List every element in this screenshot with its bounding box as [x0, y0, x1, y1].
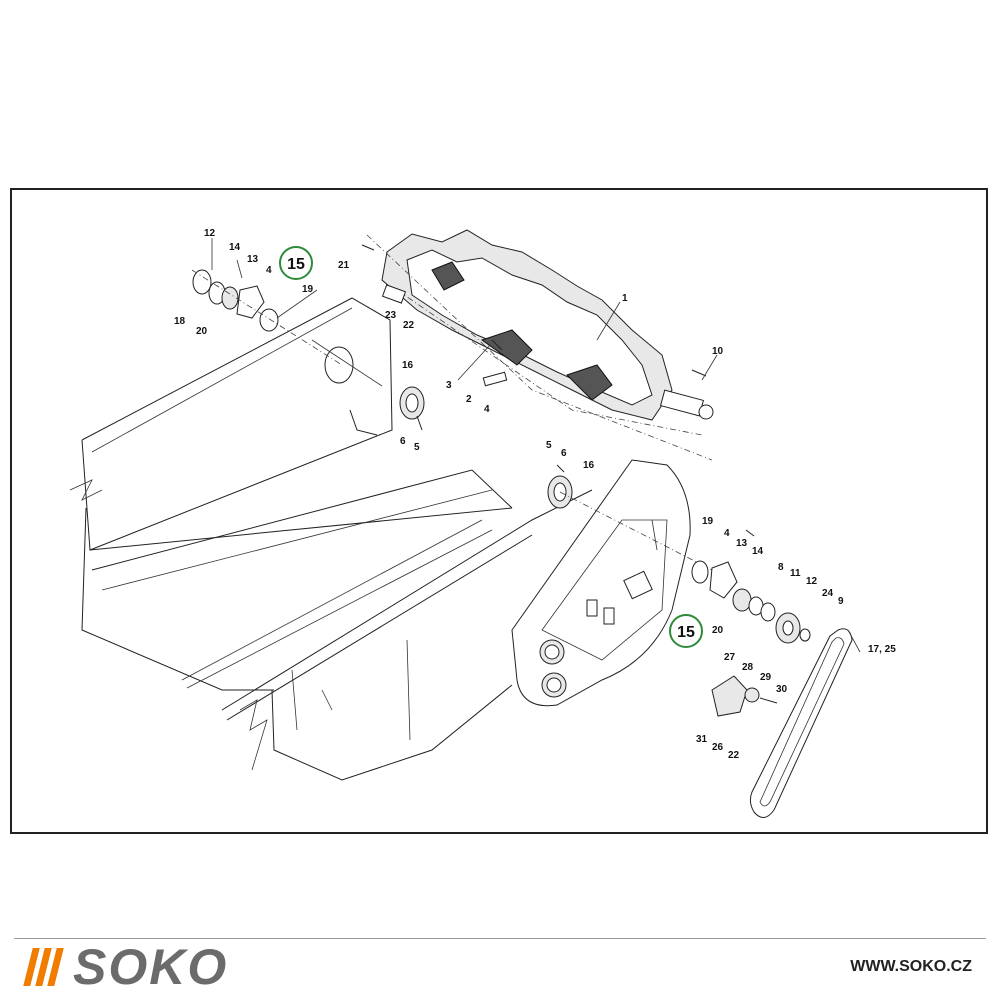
callout-labels: 12 14 13 4 19 18 20 21 23 22 1 10 16 3 2… [174, 228, 896, 761]
callout-9: 9 [838, 596, 844, 607]
left-bearing-assembly [191, 259, 343, 366]
callout-4a: 4 [266, 265, 272, 276]
callout-8: 8 [778, 562, 784, 573]
soko-logo: SOKO [23, 939, 229, 995]
callout-22b: 22 [728, 750, 740, 761]
callout-20b: 20 [712, 625, 724, 636]
highlighted-callouts: 15 15 [279, 246, 703, 648]
leader-lines [211, 238, 861, 653]
callout-4b: 4 [484, 404, 490, 415]
callout-22a: 22 [403, 320, 415, 331]
callout-18: 18 [174, 316, 186, 327]
callout-14b: 14 [752, 546, 764, 557]
callout-19b: 19 [702, 516, 714, 527]
callout-6b: 6 [561, 448, 567, 459]
highlight-ring-1 [279, 246, 313, 280]
side-plate [511, 459, 691, 707]
callout-6a: 6 [400, 436, 406, 447]
callout-15-bottom: 15 [677, 624, 695, 641]
callout-14a: 14 [229, 242, 241, 253]
callout-23: 23 [385, 310, 397, 321]
callout-30: 30 [776, 684, 788, 695]
callout-3: 3 [446, 380, 452, 391]
callout-24: 24 [822, 588, 834, 599]
callout-13a: 13 [247, 254, 259, 265]
callout-19a: 19 [302, 284, 314, 295]
callout-5a: 5 [414, 442, 420, 453]
callout-27: 27 [724, 652, 736, 663]
callout-13b: 13 [736, 538, 748, 549]
callout-4c: 4 [724, 528, 730, 539]
callout-28: 28 [742, 662, 754, 673]
callout-17-25: 17, 25 [868, 644, 896, 655]
website-link[interactable]: WWW.SOKO.CZ [850, 958, 972, 975]
callout-16a: 16 [402, 360, 414, 371]
callout-12b: 12 [806, 576, 818, 587]
footer-divider [14, 938, 986, 939]
callout-1: 1 [622, 293, 628, 304]
callout-16b: 16 [583, 460, 595, 471]
logo-text: SOKO [73, 939, 229, 995]
callout-12a: 12 [204, 228, 216, 239]
callout-11: 11 [790, 568, 801, 579]
callout-10: 10 [712, 346, 724, 357]
callout-15-top: 15 [287, 256, 305, 273]
exploded-parts-diagram: 12 14 13 4 19 18 20 21 23 22 1 10 16 3 2… [69, 228, 896, 818]
drive-chain [749, 628, 853, 818]
callout-5b: 5 [546, 440, 552, 451]
highlight-ring-2 [669, 614, 703, 648]
hopper-frame [69, 297, 593, 781]
callout-29: 29 [760, 672, 772, 683]
callout-20a: 20 [196, 326, 208, 337]
callout-31: 31 [696, 734, 708, 745]
callout-21: 21 [338, 260, 350, 271]
small-parts [361, 244, 755, 537]
seals [399, 386, 713, 571]
rotor-shaft [366, 229, 714, 461]
logo-bars-icon [23, 948, 64, 986]
callout-26: 26 [712, 742, 724, 753]
diagram-frame: 12 14 13 4 19 18 20 21 23 22 1 10 16 3 2… [10, 188, 988, 834]
right-bearing-assembly [691, 560, 811, 717]
callout-2: 2 [466, 394, 472, 405]
